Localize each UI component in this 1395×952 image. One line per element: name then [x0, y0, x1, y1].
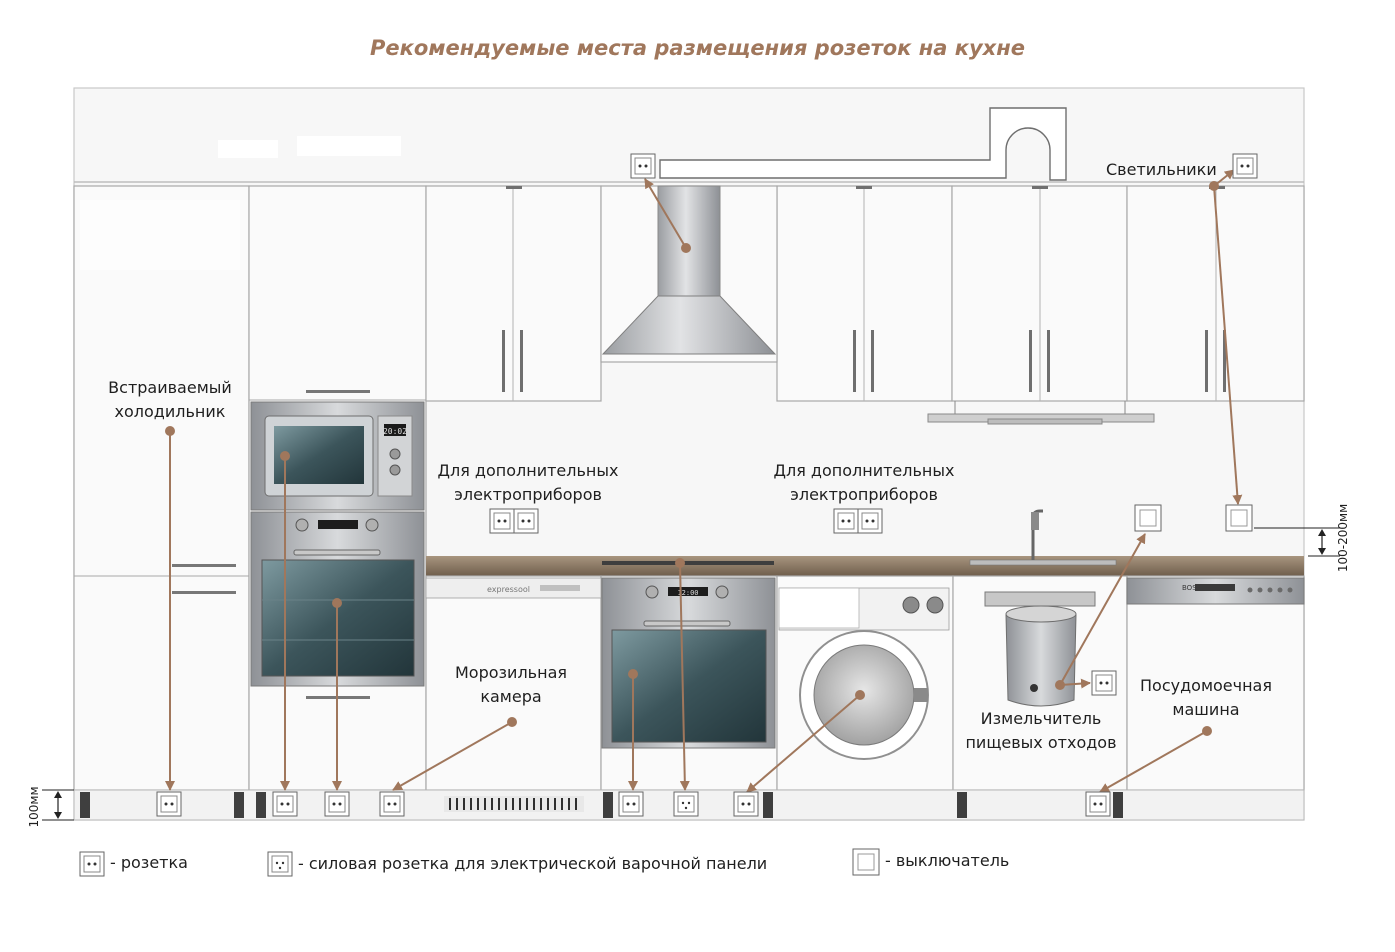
label-disposer: Измельчитель пищевых отходов	[956, 707, 1126, 755]
label-disposer-line2: пищевых отходов	[965, 733, 1117, 752]
legend-switch-icon	[852, 848, 880, 876]
label-extra-right: Для дополнительных электроприборов	[764, 459, 964, 507]
legend-switch: - выключатель	[885, 851, 1010, 870]
legend-socket: - розетка	[110, 853, 188, 872]
socket-icon	[513, 508, 539, 534]
socket-icon	[1091, 670, 1117, 696]
dimension-100-200mm: 100-200мм	[1336, 503, 1350, 573]
socket-icon	[156, 791, 182, 817]
label-extra-left: Для дополнительных электроприборов	[428, 459, 628, 507]
label-fridge-line2: холодильник	[114, 402, 226, 421]
socket-icon	[272, 791, 298, 817]
label-extra-right-line2: электроприборов	[790, 485, 938, 504]
oven-display: 12:00	[677, 589, 698, 597]
label-extra-left-line1: Для дополнительных	[437, 461, 619, 480]
switch-icon	[1134, 504, 1162, 532]
legend-power-socket-icon	[267, 851, 293, 877]
legend-socket-icon	[79, 851, 105, 877]
socket-icons	[156, 153, 1258, 817]
label-fridge: Встраиваемый холодильник	[92, 376, 248, 424]
label-disposer-line1: Измельчитель	[980, 709, 1102, 728]
socket-icon	[324, 791, 350, 817]
label-dishwasher-line1: Посудомоечная	[1140, 676, 1272, 695]
socket-icon	[833, 508, 859, 534]
label-freezer-line2: камера	[480, 687, 542, 706]
socket-icon	[618, 791, 644, 817]
label-extra-right-line1: Для дополнительных	[773, 461, 955, 480]
label-extra-left-line2: электроприборов	[454, 485, 602, 504]
label-freezer: Морозильная камера	[436, 661, 586, 709]
label-fridge-line1: Встраиваемый	[108, 378, 232, 397]
socket-icon	[379, 791, 405, 817]
legend-power-socket-a: - силовая розетка	[298, 854, 450, 873]
power-socket-icon	[673, 791, 699, 817]
diagram-title: Рекомендуемые места размещения розеток н…	[370, 36, 1025, 60]
socket-icon	[1232, 153, 1258, 179]
switch-icon	[1225, 504, 1253, 532]
label-luminaires: Светильники	[1106, 160, 1217, 179]
socket-icon	[630, 153, 656, 179]
microwave-display: 20:02	[383, 427, 407, 436]
dimension-100mm: 100мм	[27, 786, 41, 828]
dishwasher-brand: BOSCH	[1182, 584, 1207, 592]
label-dishwasher: Посудомоечная машина	[1136, 674, 1276, 722]
label-dishwasher-line2: машина	[1172, 700, 1240, 719]
socket-icon	[857, 508, 883, 534]
socket-icon	[489, 508, 515, 534]
legend-power-socket: - силовая розетка для электрической варо…	[298, 854, 767, 873]
legend-power-socket-b: для электрической варочной панели	[454, 854, 768, 873]
freezer-brand: expressool	[487, 585, 530, 594]
socket-icon	[1085, 791, 1111, 817]
socket-icon	[733, 791, 759, 817]
label-freezer-line1: Морозильная	[455, 663, 567, 682]
